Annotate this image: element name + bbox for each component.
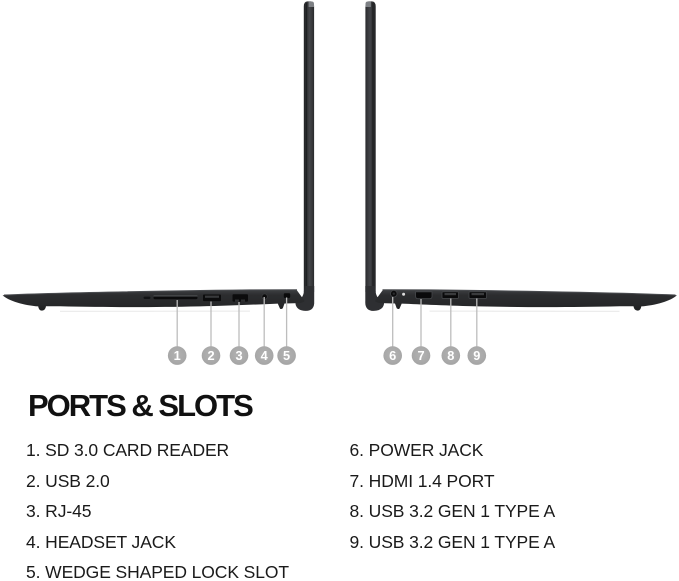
svg-text:1: 1 <box>174 348 181 363</box>
svg-text:3: 3 <box>235 348 242 363</box>
svg-text:6: 6 <box>389 348 396 363</box>
svg-text:8: 8 <box>447 348 454 363</box>
svg-text:2: 2 <box>207 348 214 363</box>
svg-text:4: 4 <box>261 348 269 363</box>
svg-text:9: 9 <box>473 348 480 363</box>
svg-text:7: 7 <box>417 348 424 363</box>
svg-text:5: 5 <box>283 348 290 363</box>
